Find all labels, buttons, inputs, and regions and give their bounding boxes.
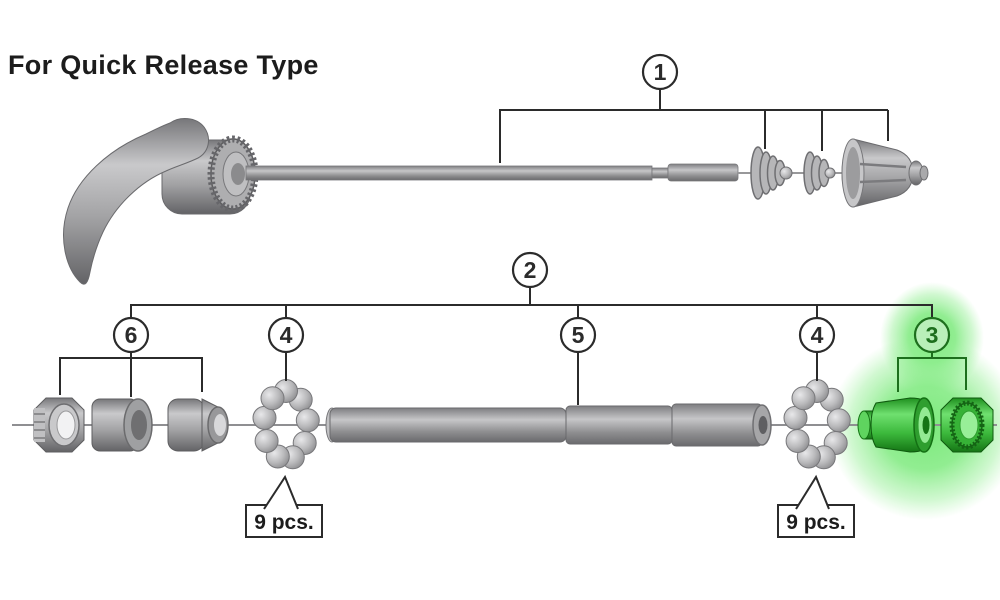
quick-release-skewer-assembly <box>63 118 929 285</box>
hub-axle <box>325 403 772 447</box>
callout-1-number: 1 <box>654 59 667 85</box>
callout-3-number: 3 <box>926 322 939 348</box>
callout-6-number: 6 <box>125 322 138 348</box>
ball-bearing-ring-left <box>252 379 320 470</box>
callout-3: 3 <box>913 316 951 354</box>
callout-bracket-2 <box>130 287 933 318</box>
qr-spring-left <box>750 146 793 200</box>
callout-5-number: 5 <box>572 322 585 348</box>
qty-label-right: 9 pcs. <box>777 474 855 538</box>
axle-assembly <box>12 379 997 470</box>
callout-2: 2 <box>511 251 549 289</box>
page-title: For Quick Release Type <box>8 50 319 80</box>
callout-bracket-6 <box>59 352 203 397</box>
lock-nut-highlighted <box>940 397 994 453</box>
callout-5: 5 <box>559 316 597 354</box>
ball-bearing-ring-right <box>783 379 851 470</box>
spacer <box>91 398 153 452</box>
callout-bracket-1 <box>499 89 889 163</box>
callout-4-left-number: 4 <box>280 322 293 348</box>
qty-label-right-text: 9 pcs. <box>786 511 846 534</box>
qr-serrated-washer <box>207 135 259 213</box>
callout-1: 1 <box>641 53 679 91</box>
qr-adjusting-nut <box>841 138 929 208</box>
qr-skewer-rod <box>245 163 848 182</box>
qty-label-left: 9 pcs. <box>245 474 323 538</box>
cone-right-highlighted <box>857 397 935 453</box>
callout-2-number: 2 <box>524 257 537 283</box>
callout-6: 6 <box>112 316 150 354</box>
qty-label-left-text: 9 pcs. <box>254 511 314 534</box>
callout-4-left: 4 <box>267 316 305 354</box>
cone-left <box>167 398 229 452</box>
callout-4-right-number: 4 <box>811 322 824 348</box>
lock-nut <box>33 397 85 453</box>
qr-spring-right <box>803 151 836 195</box>
callout-4-right: 4 <box>798 316 836 354</box>
qr-lever-handle <box>63 118 210 285</box>
